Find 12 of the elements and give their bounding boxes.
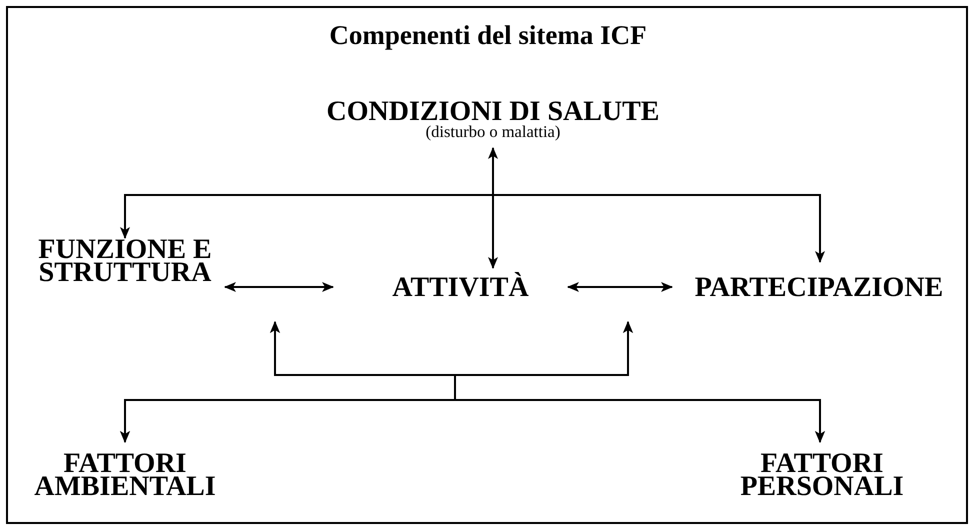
arrow — [567, 282, 673, 292]
node-label: FUNZIONE E STRUTTURA — [37, 238, 213, 284]
diagram-title: Compenenti del sitema ICF — [328, 20, 648, 50]
node-subtitle: (disturbo o malattia) — [424, 123, 562, 141]
arrow — [454, 321, 825, 443]
node-label: FATTORI AMBIENTALI — [33, 452, 217, 498]
arrow — [488, 147, 498, 269]
node-label: PARTECIPAZIONE — [694, 276, 944, 299]
arrow — [492, 148, 825, 263]
node-label: CONDIZIONI DI SALUTE — [326, 100, 660, 123]
node-label: FATTORI PERSONALI — [739, 452, 905, 498]
arrow — [224, 282, 334, 292]
